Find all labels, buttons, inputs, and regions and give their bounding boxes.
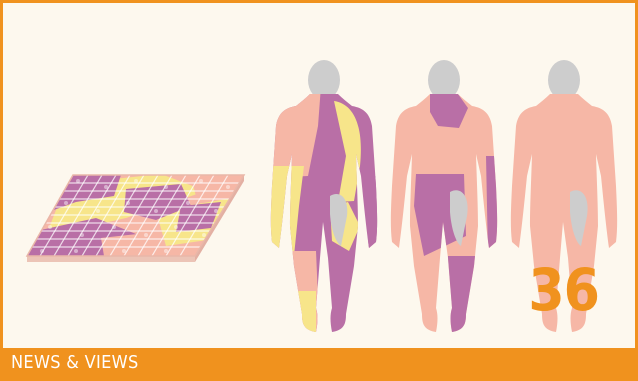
human-figure-2 bbox=[384, 60, 504, 346]
cell-mosaic bbox=[6, 166, 256, 266]
page-number: 36 bbox=[528, 261, 599, 319]
section-banner[interactable]: NEWS & VIEWS bbox=[3, 348, 638, 378]
human-figure-1 bbox=[264, 60, 384, 346]
section-label: NEWS & VIEWS bbox=[11, 352, 139, 373]
